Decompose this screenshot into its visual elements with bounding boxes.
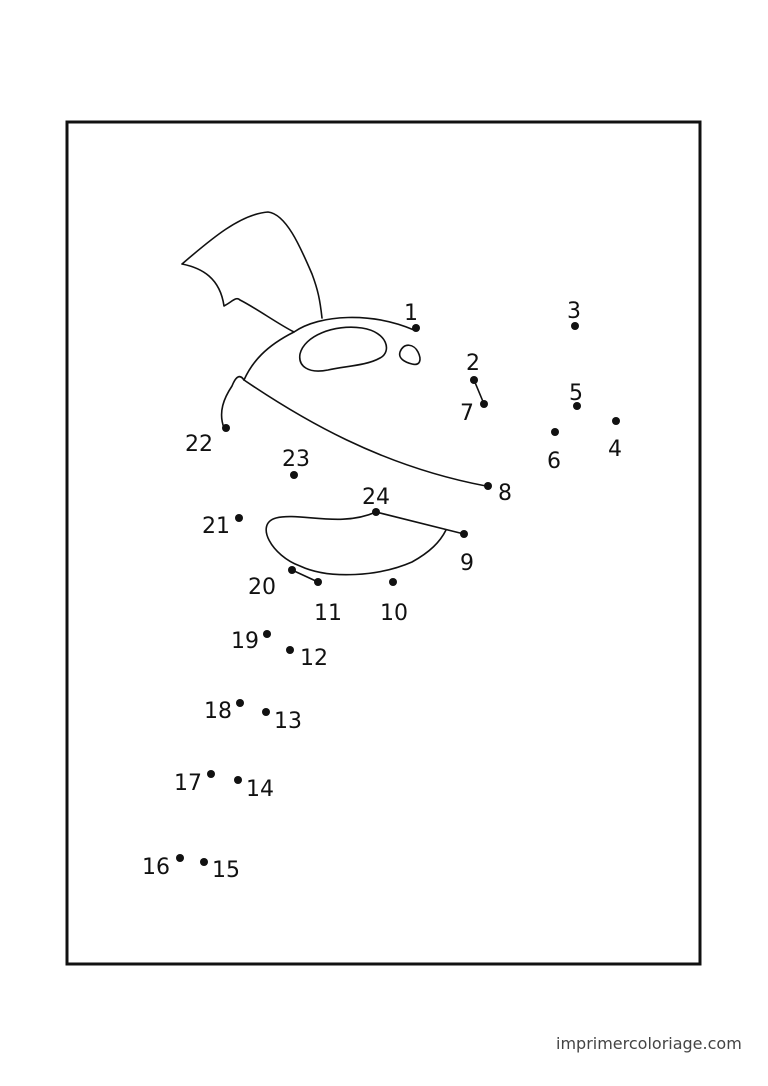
point-dot-18 [236, 699, 244, 707]
point-dot-19 [263, 630, 271, 638]
point-number-13: 13 [274, 709, 302, 734]
point-dot-5 [573, 402, 581, 410]
point-dot-6 [551, 428, 559, 436]
point-dot-2 [470, 376, 478, 384]
point-number-9: 9 [460, 551, 474, 576]
point-number-6: 6 [547, 449, 561, 474]
point-dot-14 [234, 776, 242, 784]
point-number-19: 19 [231, 629, 259, 654]
point-number-4: 4 [608, 437, 622, 462]
belly-outline [265, 511, 465, 576]
partial-drawing [181, 211, 487, 583]
point-number-14: 14 [246, 777, 274, 802]
point-dot-24 [372, 508, 380, 516]
nostril-outline [398, 344, 421, 366]
point-number-15: 15 [212, 858, 240, 883]
point-number-22: 22 [185, 432, 213, 457]
point-dot-21 [235, 514, 243, 522]
point-dot-12 [286, 646, 294, 654]
point-dot-3 [571, 322, 579, 330]
point-dot-9 [460, 530, 468, 538]
point-number-23: 23 [282, 447, 310, 472]
point-number-12: 12 [300, 646, 328, 671]
neck-outline [220, 375, 487, 487]
point-number-1: 1 [404, 301, 418, 326]
point-dot-20 [288, 566, 296, 574]
segment-20-11 [291, 569, 319, 583]
point-dot-13 [262, 708, 270, 716]
page-frame [65, 120, 702, 966]
point-number-24: 24 [362, 485, 390, 510]
point-dot-22 [222, 424, 230, 432]
point-number-21: 21 [202, 514, 230, 539]
point-dot-7 [480, 400, 488, 408]
eye-patch-outline [299, 326, 388, 372]
point-number-2: 2 [466, 351, 480, 376]
segment-2-7 [473, 379, 485, 405]
point-dot-23 [290, 471, 298, 479]
point-number-18: 18 [204, 699, 232, 724]
point-number-16: 16 [142, 855, 170, 880]
point-dot-10 [389, 578, 397, 586]
site-watermark: imprimercoloriage.com [556, 1034, 742, 1053]
point-dot-8 [484, 482, 492, 490]
point-dot-1 [412, 324, 420, 332]
point-dot-17 [207, 770, 215, 778]
point-number-17: 17 [174, 771, 202, 796]
point-number-8: 8 [498, 481, 512, 506]
wing-outline [181, 211, 323, 333]
point-number-10: 10 [380, 601, 408, 626]
point-number-7: 7 [460, 401, 474, 426]
point-dot-16 [176, 854, 184, 862]
point-dot-11 [314, 578, 322, 586]
point-dot-15 [200, 858, 208, 866]
point-number-3: 3 [567, 299, 581, 324]
point-number-11: 11 [314, 601, 342, 626]
point-number-20: 20 [248, 575, 276, 600]
point-number-5: 5 [569, 381, 583, 406]
head-outline [243, 316, 415, 381]
point-dot-4 [612, 417, 620, 425]
